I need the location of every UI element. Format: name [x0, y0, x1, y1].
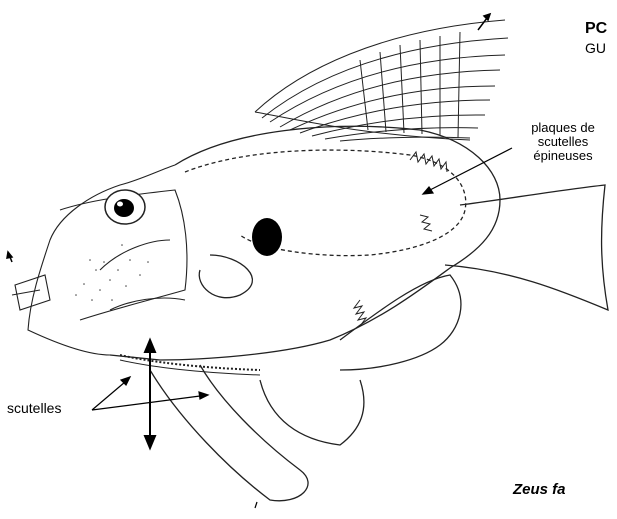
- label-plaques-de-scutelles: plaques de scutelles épineuses: [508, 121, 617, 163]
- label-plaques-line3: épineuses: [508, 149, 617, 163]
- dorsal-fin: [255, 20, 508, 141]
- label-plaques-line1: plaques de: [508, 121, 617, 135]
- height-arrow: [145, 340, 155, 448]
- pointer-lines: [92, 148, 512, 410]
- header-subtitle-fragment: GU: [585, 40, 606, 56]
- head-texture: [75, 244, 149, 301]
- label-scutelles: scutelles: [7, 401, 61, 415]
- header-title-fragment: PC: [585, 20, 607, 38]
- label-plaques-line2: scutelles: [508, 135, 617, 149]
- fish-head: [12, 165, 187, 355]
- species-caption: Zeus fa: [513, 481, 566, 498]
- scutelle-spines: [120, 152, 447, 375]
- bottom-mark: [255, 502, 257, 508]
- arrow-markers: [7, 14, 490, 262]
- fish-eye: [105, 190, 145, 224]
- body-spot: [252, 218, 282, 256]
